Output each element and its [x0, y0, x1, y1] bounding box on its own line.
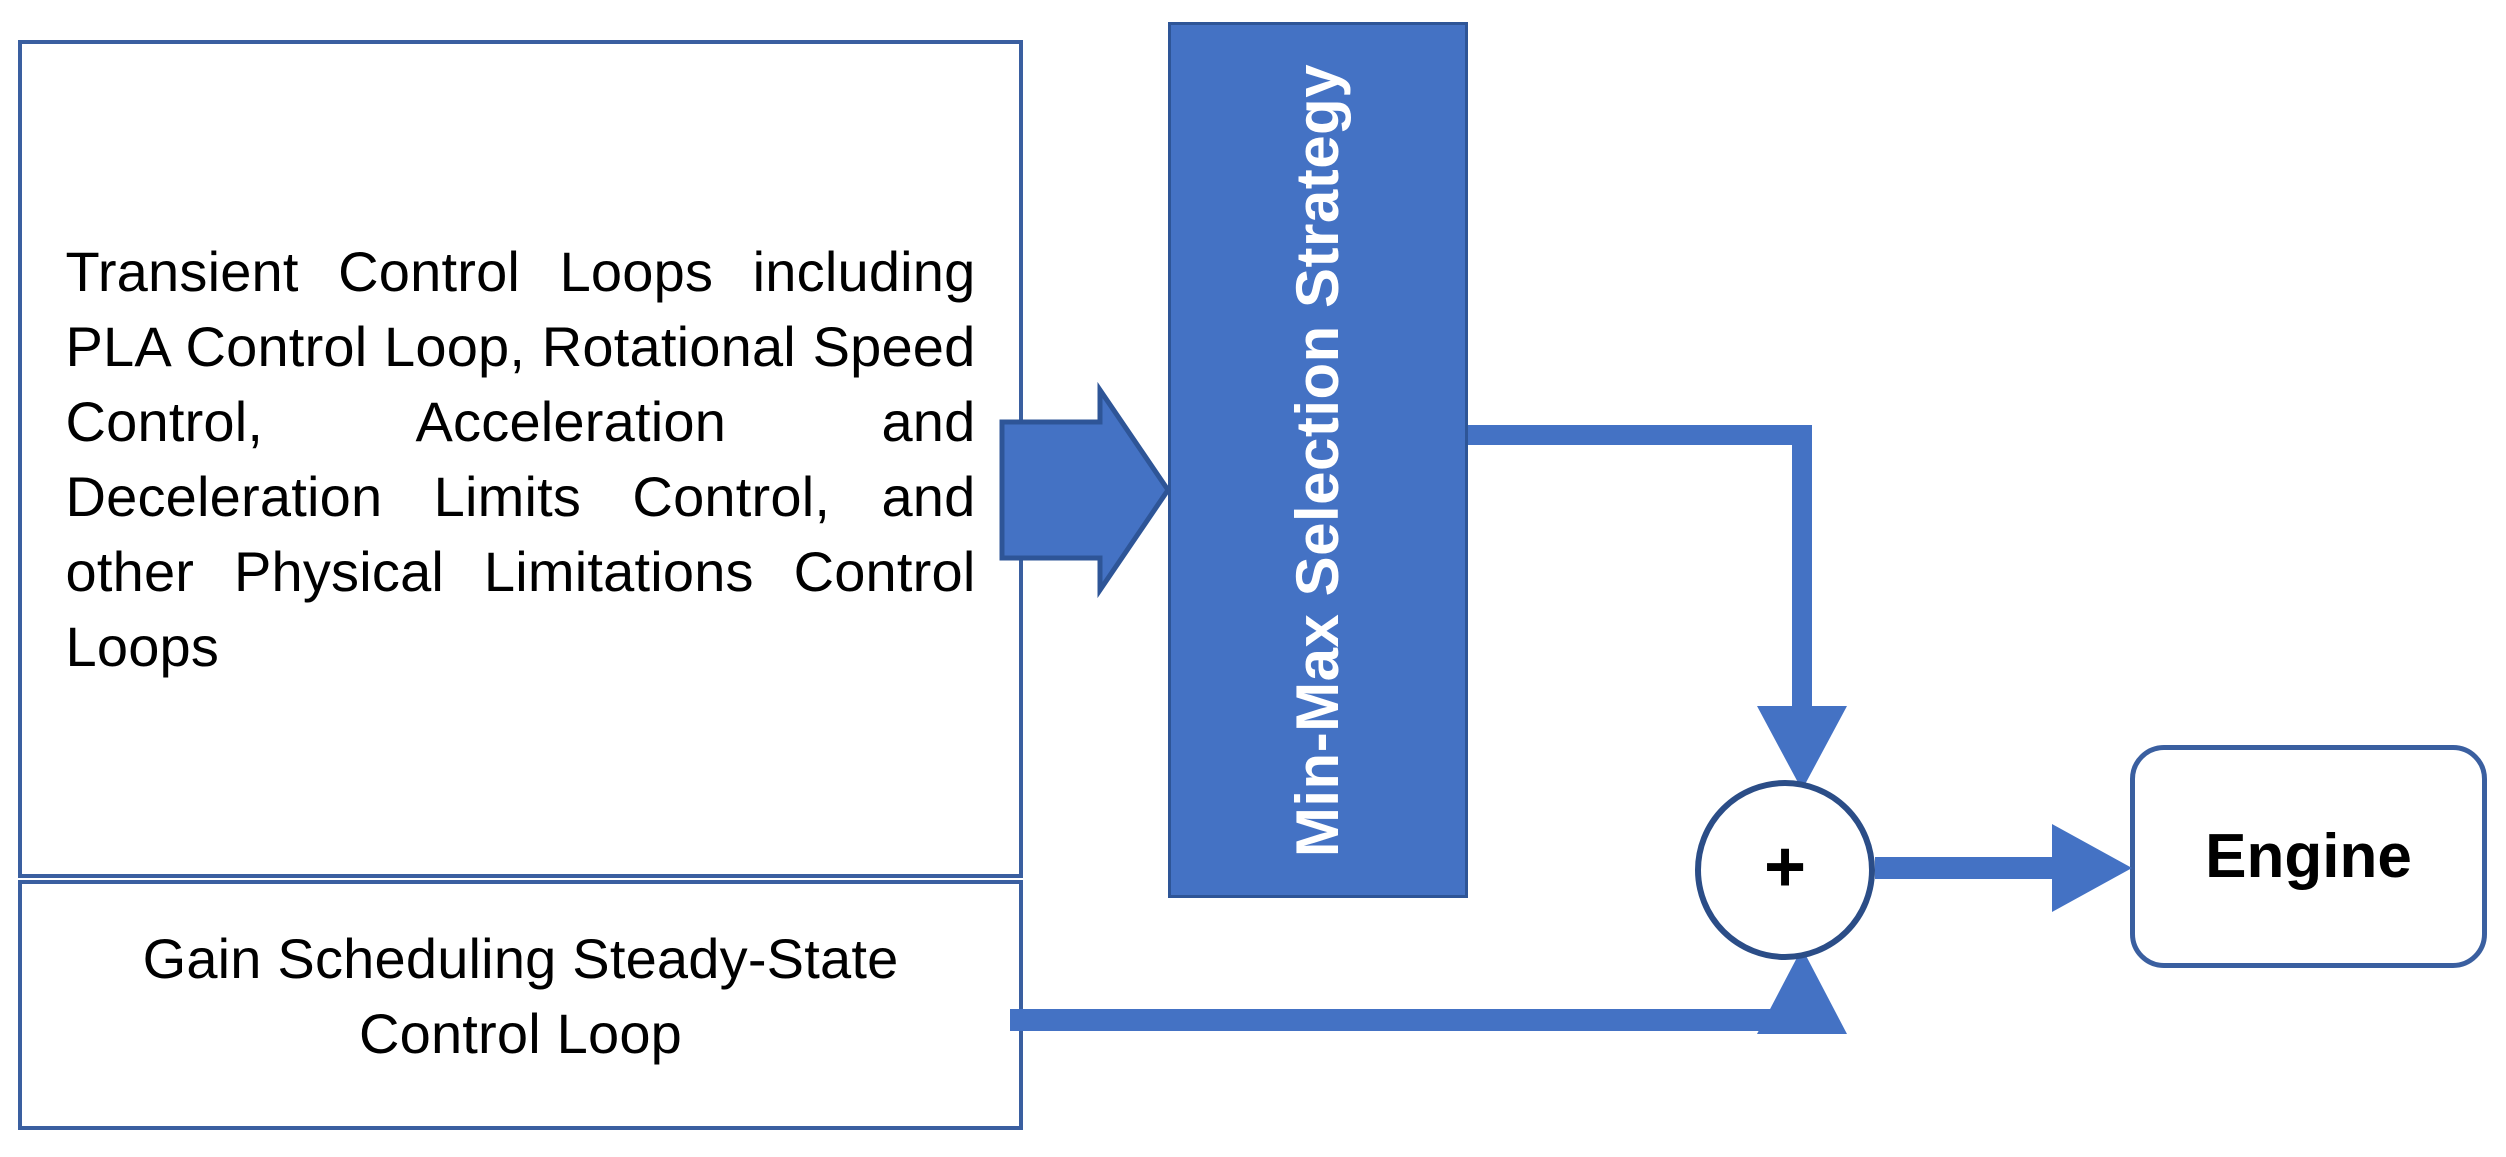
arrow-gain-to-sum	[1010, 1006, 1813, 1031]
gain-scheduling-block[interactable]: Gain Scheduling Steady-State Control Loo…	[18, 880, 1023, 1130]
block-arrow-transient-to-minmax	[999, 381, 1172, 599]
transient-control-loops-label: Transient Control Loops including PLA Co…	[65, 239, 976, 679]
summing-junction[interactable]: +	[1695, 780, 1875, 960]
arrow-minmax-to-sum	[1468, 425, 1812, 742]
arrowhead-minmax-to-sum	[1757, 706, 1847, 790]
min-max-selection-strategy-label: Min-Max Selection Strategy	[1284, 63, 1352, 857]
plus-icon: +	[1763, 827, 1807, 907]
min-max-selection-strategy-block[interactable]: Min-Max Selection Strategy	[1168, 22, 1468, 898]
engine-label: Engine	[2205, 822, 2412, 891]
gain-scheduling-label: Gain Scheduling Steady-State Control Loo…	[142, 926, 899, 1065]
arrowhead-gain-to-sum	[1757, 948, 1847, 1034]
transient-control-loops-block[interactable]: Transient Control Loops including PLA Co…	[18, 40, 1023, 878]
arrowhead-sum-to-engine	[2052, 824, 2132, 912]
engine-block[interactable]: Engine	[2130, 745, 2487, 968]
